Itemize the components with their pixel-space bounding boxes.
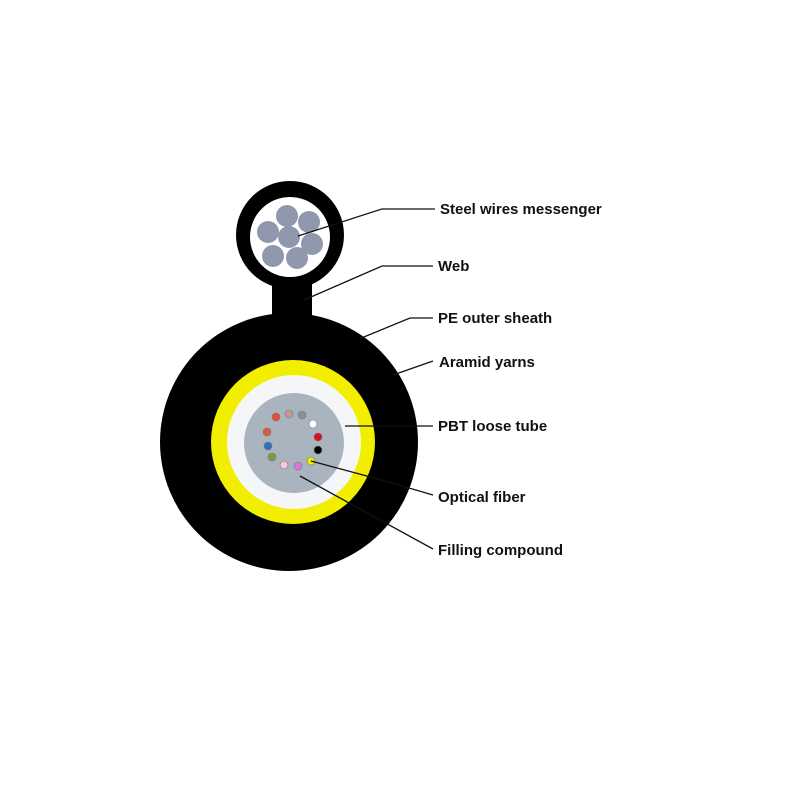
leader-web — [303, 265, 433, 301]
optical-fiber — [271, 412, 281, 422]
steel-wire — [276, 205, 298, 227]
labels: Steel wires messenger Web PE outer sheat… — [438, 201, 602, 559]
filling-compound — [244, 393, 344, 493]
optical-fiber — [284, 409, 294, 419]
leader-lines — [297, 208, 435, 550]
optical-fiber — [267, 452, 277, 462]
label-pbt-loose-tube: PBT loose tube — [438, 418, 547, 435]
steel-wire — [278, 226, 300, 248]
steel-wire — [257, 221, 279, 243]
optical-fiber — [313, 445, 323, 455]
label-pe-outer-sheath: PE outer sheath — [438, 310, 552, 327]
optical-fiber — [297, 410, 307, 420]
label-filling-compound: Filling compound — [438, 542, 563, 559]
leader-optical-fiber — [310, 460, 434, 496]
leader-aramid-yarns — [392, 360, 434, 376]
steel-wire — [301, 233, 323, 255]
leader-steel-wires — [297, 208, 435, 237]
steel-wire — [262, 245, 284, 267]
label-steel-wires-messenger: Steel wires messenger — [440, 201, 602, 218]
leader-filling-compound — [299, 475, 434, 550]
leader-pe-outer-sheath — [358, 317, 433, 340]
optical-fiber — [293, 461, 303, 471]
label-optical-fiber: Optical fiber — [438, 489, 526, 506]
label-web: Web — [438, 258, 469, 275]
optical-fiber — [263, 441, 273, 451]
optical-fiber — [279, 460, 289, 470]
label-aramid-yarns: Aramid yarns — [439, 354, 535, 371]
steel-wire — [298, 211, 320, 233]
steel-wires — [257, 205, 323, 269]
optical-fiber — [308, 419, 318, 429]
optical-fiber — [262, 427, 272, 437]
optical-fiber — [313, 432, 323, 442]
steel-wire — [286, 247, 308, 269]
